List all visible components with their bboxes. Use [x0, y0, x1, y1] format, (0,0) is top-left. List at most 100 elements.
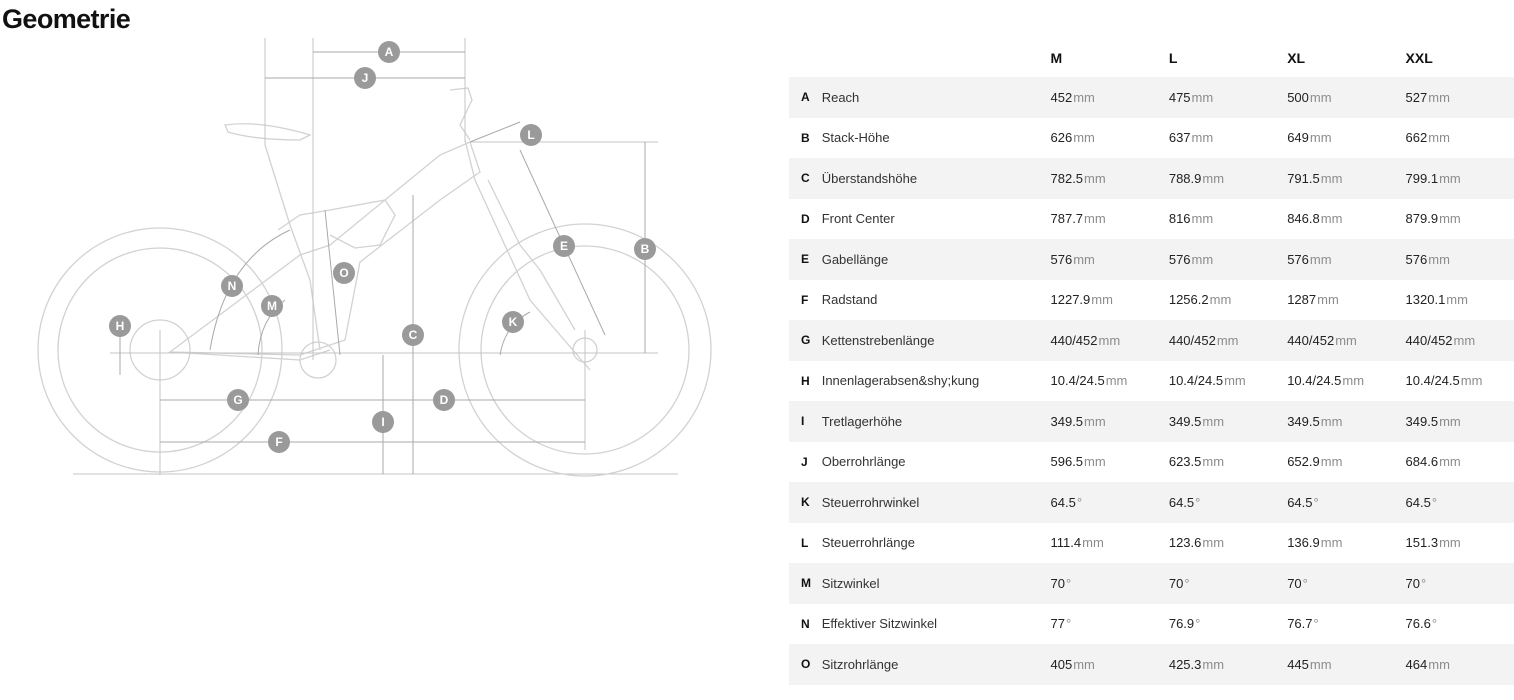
row-code: C	[801, 171, 810, 186]
value-cell: 10.4/24.5mm	[1287, 373, 1405, 388]
value-unit: mm	[1209, 292, 1232, 308]
value-unit: mm	[1446, 292, 1468, 308]
value-number: 787.7	[1050, 211, 1084, 227]
table-header: M L XL XXL	[789, 38, 1514, 77]
value-number: 10.4/24.5	[1405, 373, 1460, 389]
value-cell: 445mm	[1287, 657, 1405, 672]
row-code: F	[801, 292, 809, 307]
value-number: 576	[1168, 251, 1191, 267]
badge-e: E	[553, 235, 575, 257]
value-number: 879.9	[1405, 211, 1439, 227]
value-unit: mm	[1320, 211, 1343, 227]
value-unit: mm	[1439, 413, 1461, 429]
value-unit: °	[1065, 575, 1072, 591]
svg-text:N: N	[228, 279, 237, 293]
value-number: 440/452	[1405, 332, 1453, 348]
value-cell: 10.4/24.5mm	[1169, 373, 1287, 388]
value-unit: mm	[1091, 292, 1113, 308]
value-number: 440/452	[1168, 332, 1216, 348]
value-cell: 70°	[1406, 576, 1514, 591]
value-number: 440/452	[1287, 332, 1335, 348]
badge-g: G	[227, 389, 249, 411]
row-code: O	[801, 657, 811, 672]
value-cell: 652.9mm	[1287, 454, 1405, 469]
value-cell: 846.8mm	[1287, 211, 1405, 226]
row-name: Oberrohrlänge	[821, 454, 906, 470]
badge-o: O	[333, 262, 355, 284]
value-cell: 684.6mm	[1406, 454, 1514, 469]
value-unit: mm	[1439, 211, 1461, 227]
value-cell: 151.3mm	[1406, 535, 1514, 550]
row-name: Gabellänge	[821, 251, 889, 267]
svg-text:F: F	[275, 435, 282, 449]
row-code: H	[801, 373, 810, 388]
row-code: K	[801, 495, 810, 510]
value-number: 10.4/24.5	[1168, 373, 1224, 389]
row-name: Reach	[821, 89, 860, 105]
value-cell: 782.5mm	[1051, 171, 1169, 186]
row-name: Innenlagerabsen&shy;kung	[821, 373, 980, 389]
value-number: 649	[1287, 130, 1309, 146]
value-cell: 111.4mm	[1051, 535, 1169, 550]
value-number: 70	[1050, 575, 1065, 591]
value-cell: 623.5mm	[1169, 454, 1287, 469]
value-cell: 440/452mm	[1406, 333, 1514, 348]
value-number: 10.4/24.5	[1287, 373, 1342, 389]
value-cell: 799.1mm	[1406, 171, 1514, 186]
value-unit: mm	[1439, 170, 1461, 186]
size-header: XXL	[1405, 49, 1433, 66]
value-cell: 1256.2mm	[1169, 292, 1287, 307]
value-cell: 64.5°	[1169, 495, 1287, 510]
svg-text:L: L	[527, 128, 534, 142]
value-number: 349.5	[1287, 413, 1320, 429]
value-number: 425.3	[1168, 656, 1202, 672]
value-cell: 452mm	[1051, 90, 1169, 105]
value-number: 791.5	[1287, 170, 1320, 186]
value-unit: mm	[1191, 89, 1214, 105]
value-unit: mm	[1320, 535, 1343, 551]
value-cell: 464mm	[1406, 657, 1514, 672]
row-name: Steuerrohrlänge	[821, 535, 915, 551]
page-title: Geometrie	[2, 4, 131, 34]
value-unit: mm	[1309, 89, 1332, 105]
value-cell: 64.5°	[1051, 495, 1169, 510]
value-unit: mm	[1216, 332, 1239, 348]
dim-arc-n	[209, 229, 291, 351]
value-unit: mm	[1428, 656, 1450, 672]
value-cell: 77°	[1051, 616, 1169, 631]
value-cell: 596.5mm	[1051, 454, 1169, 469]
value-cell: 576mm	[1051, 252, 1169, 267]
value-number: 64.5	[1405, 494, 1431, 510]
value-number: 452	[1050, 89, 1073, 105]
value-number: 445	[1287, 656, 1309, 672]
value-number: 123.6	[1168, 535, 1202, 551]
row-name: Front Center	[821, 211, 895, 227]
value-cell: 788.9mm	[1169, 171, 1287, 186]
value-number: 596.5	[1050, 454, 1084, 470]
value-cell: 662mm	[1406, 130, 1514, 145]
value-number: 64.5	[1050, 494, 1076, 510]
value-unit: mm	[1202, 413, 1225, 429]
value-unit: mm	[1084, 413, 1106, 429]
value-number: 151.3	[1405, 535, 1439, 551]
value-number: 76.6	[1405, 616, 1431, 632]
value-number: 1320.1	[1405, 292, 1446, 308]
value-number: 76.9	[1168, 616, 1195, 632]
badge-d: D	[433, 389, 455, 411]
value-number: 576	[1287, 251, 1309, 267]
value-number: 10.4/24.5	[1050, 373, 1105, 389]
value-unit: °	[1431, 616, 1438, 632]
value-cell: 576mm	[1169, 252, 1287, 267]
value-cell: 76.7°	[1287, 616, 1405, 631]
value-number: 1287	[1287, 292, 1317, 308]
dim-line-l	[469, 121, 521, 143]
value-unit: mm	[1084, 170, 1106, 186]
row-name: Kettenstrebenlänge	[821, 332, 935, 348]
value-unit: mm	[1317, 292, 1339, 308]
value-unit: mm	[1098, 332, 1121, 348]
